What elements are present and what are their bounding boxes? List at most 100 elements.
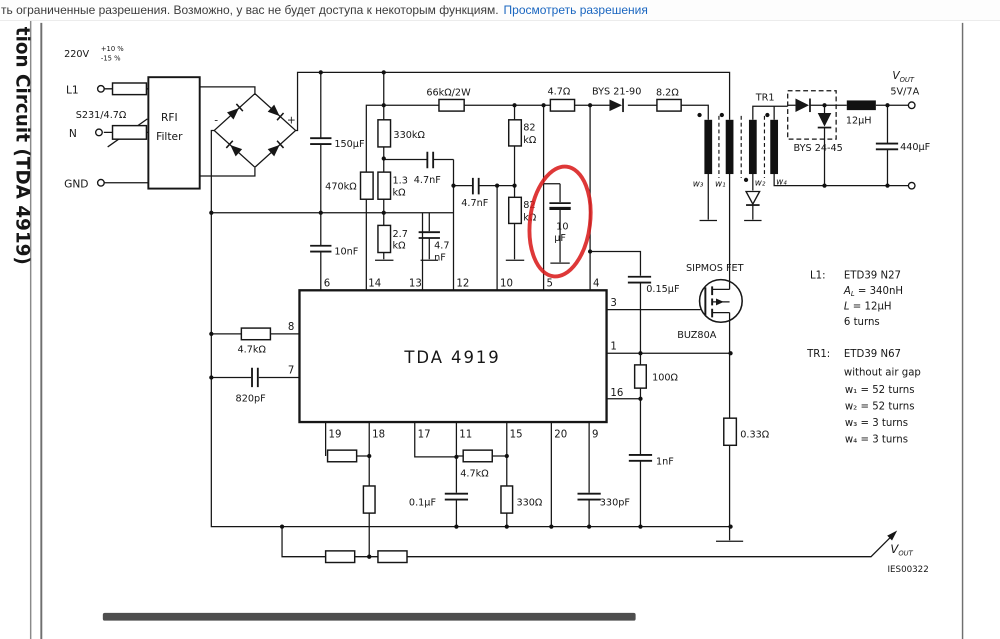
- label-c440: 440µF: [900, 142, 930, 153]
- label-w4: w₄: [776, 178, 787, 188]
- label-vout-rating: 5V/7A: [890, 87, 919, 98]
- svg-text:4: 4: [593, 278, 599, 289]
- svg-text:w₁ = 52 turns: w₁ = 52 turns: [845, 385, 915, 396]
- schematic-canvas: tion Circuit (TDA 4919) RFI Filter: [12, 21, 964, 639]
- terminals: [94, 84, 916, 190]
- inductor-12uh: [846, 100, 876, 111]
- svg-text:16: 16: [610, 388, 623, 399]
- rfi-filter: RFI Filter: [147, 76, 201, 190]
- diode-w2-clamp: [744, 190, 761, 206]
- label-vout-bottom: VOUT: [890, 542, 913, 558]
- label-r13-a: 1.3: [392, 176, 407, 187]
- transformer-tr1: [704, 115, 779, 178]
- rfi-label-1: RFI: [161, 111, 178, 124]
- label-r82-2a: 82: [523, 200, 535, 211]
- label-w3: w₃: [693, 180, 704, 190]
- svg-text:15: 15: [510, 430, 523, 441]
- ic-tda4919: TDA 4919: [298, 289, 608, 424]
- label-r82-1b: kΩ: [523, 135, 537, 146]
- label-buz80a: BUZ80A: [677, 330, 716, 341]
- label-w1: w₁: [715, 180, 726, 190]
- bridge-rectifier: [225, 103, 285, 158]
- label-c10n: 10nF: [334, 246, 358, 257]
- label-c47n-3b: nF: [434, 252, 446, 263]
- label-220v: 220V: [64, 49, 89, 60]
- label-c47n-2: 4.7nF: [461, 198, 488, 209]
- svg-text:13: 13: [409, 278, 422, 289]
- label-12uh: 12µH: [846, 116, 872, 127]
- ic-pin-numbers: 6 14 13 12 10 5 4 19 18 17 11 15 20 9 8 …: [288, 278, 624, 440]
- label-r82-1a: 82: [523, 122, 535, 133]
- label-r330k: 330kΩ: [393, 130, 425, 141]
- svg-text:3: 3: [610, 298, 616, 309]
- permission-banner: ть ограниченные разрешения. Возможно, у …: [0, 0, 1000, 21]
- annotation-ellipse: [527, 164, 593, 279]
- label-c47n-1: 4.7nF: [414, 175, 441, 186]
- svg-text:1: 1: [610, 341, 616, 352]
- diode-series-input: [609, 98, 624, 113]
- label-r82ohm: 8.2Ω: [656, 88, 679, 99]
- label-r033: 0.33Ω: [740, 430, 770, 441]
- label-fuse: S231/4.7Ω: [76, 110, 127, 121]
- svg-text:6 turns: 6 turns: [844, 317, 880, 328]
- label-drawing-number: IES00322: [887, 565, 928, 575]
- svg-text:TR1:: TR1:: [806, 349, 830, 360]
- svg-text:12: 12: [456, 278, 469, 289]
- label-c1n: 1nF: [656, 457, 674, 468]
- resistor-bodies: [111, 82, 738, 564]
- label-r100: 100Ω: [652, 372, 678, 383]
- ic-name: TDA 4919: [403, 348, 500, 367]
- document-viewer: tion Circuit (TDA 4919) RFI Filter: [0, 21, 1000, 639]
- label-w2: w₂: [755, 179, 766, 189]
- label-c820: 820pF: [236, 394, 266, 405]
- svg-text:w₄ = 3 turns: w₄ = 3 turns: [845, 434, 908, 445]
- label-r47k-left: 4.7kΩ: [237, 344, 266, 355]
- label-c015: 0.15µF: [646, 284, 679, 295]
- svg-text:14: 14: [368, 278, 381, 289]
- svg-text:11: 11: [459, 430, 472, 441]
- label-sipmos: SIPMOS FET: [686, 263, 744, 274]
- label-tr1: TR1: [755, 92, 775, 103]
- permission-banner-message: ть ограниченные разрешения. Возможно, у …: [1, 3, 499, 17]
- label-vout-top: VOUT: [892, 69, 915, 84]
- view-permissions-link[interactable]: Просмотреть разрешения: [503, 3, 648, 17]
- label-bridge-plus: +: [287, 114, 296, 127]
- label-bys21: BYS 21-90: [592, 87, 641, 98]
- bys24-45-box: [787, 90, 837, 140]
- svg-text:17: 17: [418, 430, 431, 441]
- label-c10u-b: µF: [554, 233, 566, 244]
- page-title: tion Circuit (TDA 4919): [12, 27, 33, 265]
- diode-freewheel: [817, 113, 832, 129]
- label-bridge-minus: -: [214, 114, 218, 127]
- svg-text:without air gap: without air gap: [844, 368, 921, 379]
- svg-text:19: 19: [329, 430, 342, 441]
- label-c330p: 330pF: [600, 497, 630, 508]
- svg-text:20: 20: [554, 430, 567, 441]
- label-c47n-3a: 4.7: [434, 241, 449, 252]
- capacitor-plates: [251, 137, 899, 501]
- label-c01u: 0.1µF: [409, 497, 436, 508]
- svg-text:8: 8: [288, 322, 294, 333]
- svg-text:ETD39 N67: ETD39 N67: [844, 349, 901, 360]
- label-c10u-a: 10: [556, 221, 568, 232]
- label-tol-plus: +10 %: [101, 45, 124, 53]
- svg-text:18: 18: [372, 430, 385, 441]
- label-r13-b: kΩ: [392, 187, 406, 198]
- rfi-label-2: Filter: [156, 130, 183, 143]
- svg-text:w₂ = 52 turns: w₂ = 52 turns: [845, 401, 915, 412]
- svg-text:7: 7: [288, 366, 294, 377]
- label-r27-b: kΩ: [392, 241, 406, 252]
- svg-text:10: 10: [500, 278, 513, 289]
- label-bys24: BYS 24-45: [794, 143, 843, 154]
- winding-notes: L1: ETD39 N27 AL = 340nH L = 12µH 6 turn…: [806, 271, 921, 446]
- svg-text:ETD39 N27: ETD39 N27: [844, 271, 901, 282]
- label-l1-terminal: L1: [66, 84, 79, 97]
- horizontal-scrollbar-thumb[interactable]: [102, 612, 636, 621]
- diode-bys21-90: [795, 98, 811, 113]
- note-l: L = 12µH: [844, 302, 892, 313]
- junction-dots: [209, 70, 890, 559]
- note-al: AL = 340nH: [843, 286, 903, 298]
- label-r27-a: 2.7: [392, 229, 407, 240]
- mosfet-buz80a: [698, 278, 743, 324]
- svg-text:9: 9: [592, 430, 598, 441]
